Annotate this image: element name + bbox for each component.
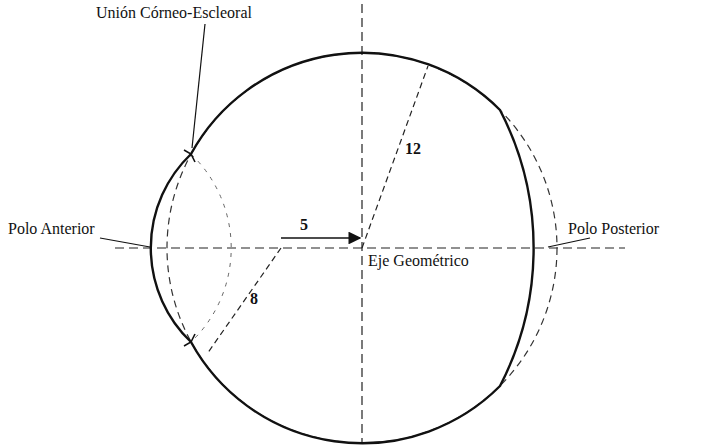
scleral-sphere xyxy=(167,53,557,443)
part-label: Unión Córneo-Escleoral xyxy=(96,4,252,22)
leader-line xyxy=(100,238,150,247)
dimension-number: 8 xyxy=(250,290,258,308)
eye-outline xyxy=(151,53,534,443)
radius-line xyxy=(362,66,428,248)
part-label: Polo Anterior xyxy=(8,220,95,238)
leader-line xyxy=(548,238,590,247)
vertical-axis xyxy=(361,4,362,444)
corneal-sphere xyxy=(191,154,231,342)
dimension-number: 5 xyxy=(300,216,308,234)
offset-arrow xyxy=(281,237,360,239)
radius-line xyxy=(207,248,281,354)
junction-mark xyxy=(184,150,195,162)
axis-label: Eje Geométrico xyxy=(368,252,469,270)
part-label: Polo Posterior xyxy=(568,220,659,238)
junction-mark xyxy=(184,334,195,346)
dimension-number: 12 xyxy=(405,140,421,158)
leader-line xyxy=(192,24,205,148)
geometric-axis xyxy=(115,247,625,248)
